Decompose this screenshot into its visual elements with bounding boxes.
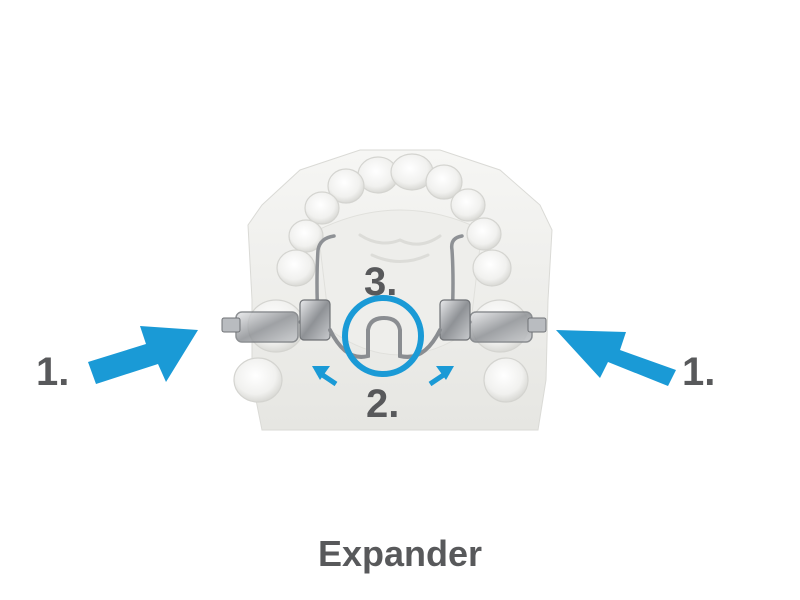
screw-highlight-circle xyxy=(342,295,424,377)
tooth xyxy=(472,249,512,287)
force-arrow-left xyxy=(88,326,198,384)
tube-left xyxy=(221,317,241,333)
tooth xyxy=(233,357,283,403)
molar-band-left xyxy=(235,311,299,343)
diagram-caption: Expander xyxy=(317,533,483,574)
center-screw-label: 3. xyxy=(364,260,398,304)
palatal-rugae xyxy=(358,233,442,263)
tooth xyxy=(425,164,463,200)
expansion-arrow-left xyxy=(312,366,338,387)
connector-left xyxy=(299,299,331,341)
tube-right xyxy=(527,317,547,333)
tooth xyxy=(276,249,316,287)
molar-band-right xyxy=(469,311,533,343)
force-arrow-right xyxy=(556,330,676,386)
arrow-label-right: 1. xyxy=(682,350,716,394)
tooth xyxy=(327,168,365,204)
expansion-label: 2. xyxy=(366,382,400,426)
arrow-label-left: 1. xyxy=(36,350,70,394)
tooth xyxy=(466,217,502,251)
tooth xyxy=(483,357,529,403)
tooth xyxy=(304,191,340,225)
tooth xyxy=(450,188,486,222)
connector-right xyxy=(439,299,471,341)
expansion-arrow-right xyxy=(428,366,454,387)
